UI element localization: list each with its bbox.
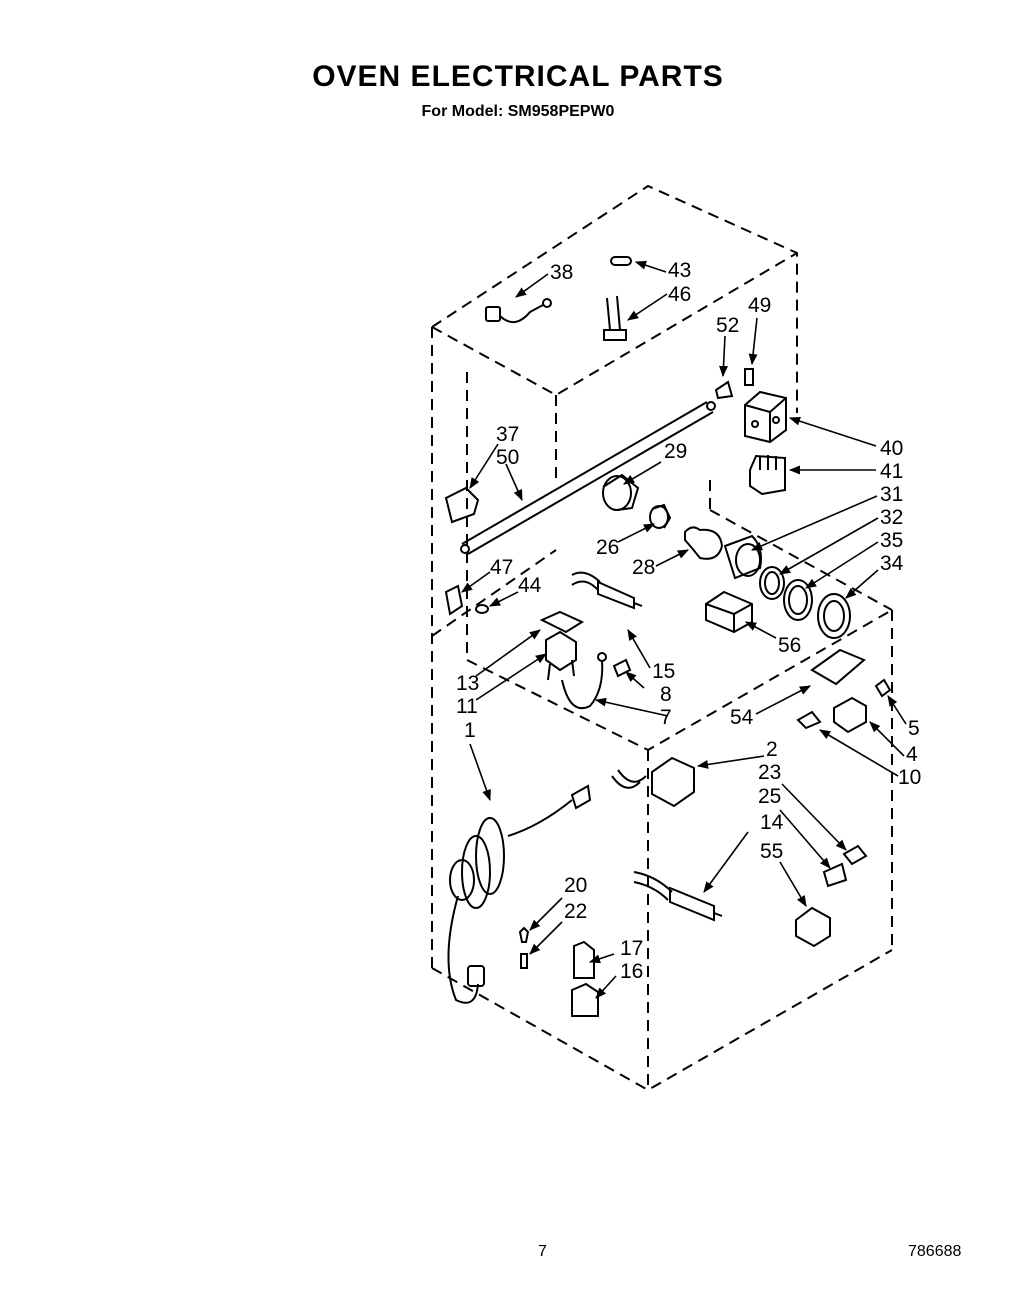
model-subtitle: For Model: SM958PEPW0	[421, 103, 615, 120]
callout-46: 46	[668, 283, 691, 306]
leader-lines	[461, 260, 907, 999]
callout-31: 31	[880, 483, 903, 506]
part-54-shield	[810, 648, 866, 686]
callout-26: 26	[596, 536, 619, 559]
callout-15: 15	[652, 660, 675, 683]
callout-13: 13	[456, 672, 479, 695]
callout-17: 17	[620, 937, 643, 960]
part-17-fuse-holder	[573, 940, 595, 979]
part-46-connector	[603, 295, 627, 341]
callout-4: 4	[906, 743, 918, 766]
callout-28: 28	[632, 556, 655, 579]
part-43-fuse	[610, 256, 632, 266]
part-52-clip	[714, 380, 734, 400]
callout-20: 20	[564, 874, 587, 897]
part-40-terminal-block	[744, 390, 787, 444]
part-44-bushing	[475, 604, 489, 614]
callout-22: 22	[564, 900, 587, 923]
callout-37: 37	[496, 423, 519, 446]
callout-25: 25	[758, 785, 781, 808]
callout-44: 44	[518, 574, 542, 597]
part-34-ring	[817, 593, 851, 639]
cabinet-outline	[431, 184, 893, 1092]
callout-35: 35	[880, 529, 903, 552]
part-37-bracket	[444, 486, 480, 524]
part-35-ring	[783, 579, 813, 621]
part-38-wire-harness	[485, 298, 552, 323]
part-29-lamp-socket	[602, 473, 640, 511]
part-55-switch	[795, 906, 831, 948]
callout-55: 55	[760, 840, 783, 863]
part-41-terminal-block	[749, 454, 786, 496]
part-50-heating-element	[460, 401, 716, 555]
part-47-bracket	[444, 584, 464, 616]
callout-16: 16	[620, 960, 643, 983]
part-11-relay	[545, 630, 577, 681]
callout-29: 29	[664, 440, 687, 463]
document-number: 786688	[908, 1243, 962, 1260]
callout-50: 50	[496, 446, 519, 469]
callout-38: 38	[550, 261, 573, 284]
part-2-switch	[611, 756, 695, 808]
part-5-clip	[874, 678, 892, 698]
part-16-fuse-holder	[571, 982, 599, 1017]
callout-47: 47	[490, 556, 513, 579]
part-15-sensor	[571, 571, 643, 610]
part-4-switch	[833, 696, 867, 734]
part-10-bracket	[796, 710, 822, 730]
callout-8: 8	[660, 683, 672, 706]
callout-2: 2	[766, 738, 778, 761]
callout-5: 5	[908, 717, 920, 740]
callout-14: 14	[760, 811, 784, 834]
part-26-lamp-receptacle	[649, 503, 672, 529]
page-title: OVEN ELECTRICAL PARTS	[312, 60, 724, 93]
callout-49: 49	[748, 294, 771, 317]
callout-11: 11	[456, 695, 478, 718]
callout-10: 10	[898, 766, 921, 789]
part-13-bracket	[539, 610, 585, 634]
part-7-lead-wire	[561, 652, 607, 710]
part-32-gasket	[759, 566, 785, 600]
callout-labels: 38 43 46 52 49 37 50 29 40 41 31 26 32 3…	[456, 259, 921, 983]
callout-32: 32	[880, 506, 903, 529]
part-56-switch	[705, 590, 753, 634]
part-22-spacer	[520, 953, 528, 969]
part-8-terminal	[612, 658, 632, 678]
callout-40: 40	[880, 437, 903, 460]
callout-43: 43	[668, 259, 691, 282]
part-14-sensor	[633, 871, 723, 922]
part-23-terminal	[842, 844, 868, 866]
part-28-bulb	[684, 526, 724, 560]
callout-1: 1	[464, 719, 476, 742]
callout-23: 23	[758, 761, 781, 784]
callout-52: 52	[716, 314, 739, 337]
part-20-screw	[518, 926, 530, 943]
part-49-label	[744, 368, 754, 386]
callout-34: 34	[880, 552, 904, 575]
callout-7: 7	[660, 706, 672, 729]
page-number: 7	[538, 1243, 547, 1260]
callout-56: 56	[778, 634, 801, 657]
part-25-label	[822, 862, 848, 888]
callout-54: 54	[730, 706, 754, 729]
callout-41: 41	[880, 460, 903, 483]
part-1-power-cord	[447, 784, 592, 1004]
part-31-lens	[723, 534, 762, 580]
